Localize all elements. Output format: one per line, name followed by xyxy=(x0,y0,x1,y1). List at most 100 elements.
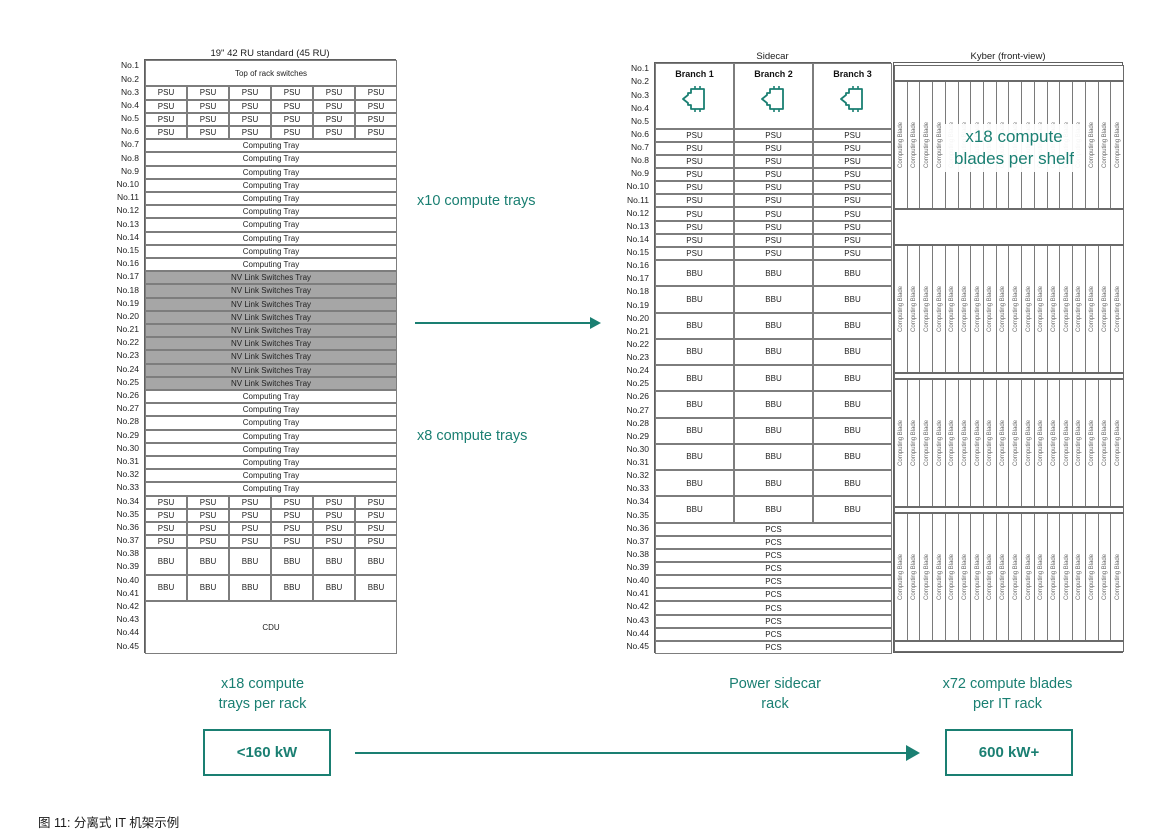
ru-label: No.18 xyxy=(626,286,649,297)
computing-blade-label: Computing Blade xyxy=(897,122,905,168)
computing-blade-label: Computing Blade xyxy=(1011,554,1019,600)
ru-label: No.2 xyxy=(631,76,649,87)
ru-label: No.14 xyxy=(116,231,139,242)
kyber-shelf-divider xyxy=(894,373,1124,379)
rack-slot: Computing Tray xyxy=(145,469,397,483)
ru-label: No.8 xyxy=(631,155,649,166)
computing-blade-label: Computing Blade xyxy=(1113,122,1121,168)
rack-slot: BBU xyxy=(813,391,892,418)
ru-label: No.43 xyxy=(116,614,139,625)
computing-blade-label: Computing Blade xyxy=(1024,420,1032,466)
rack-slot: BBU xyxy=(655,338,734,366)
computing-blade-label: Computing Blade xyxy=(1075,420,1083,466)
ru-label: No.37 xyxy=(116,535,139,546)
note-x8-compute-trays: x8 compute trays xyxy=(417,428,528,444)
computing-blade-label: Computing Blade xyxy=(999,554,1007,600)
computing-blade: Computing Blade xyxy=(971,514,985,640)
note-x10-compute-trays: x10 compute trays xyxy=(417,193,536,209)
computing-blade-label: Computing Blade xyxy=(1113,286,1121,332)
rack-slot: Computing Tray xyxy=(145,429,397,443)
computing-blade: Computing Blade xyxy=(1073,82,1086,208)
ru-label: No.31 xyxy=(116,455,139,466)
computing-blade-label: Computing Blade xyxy=(960,420,968,466)
computing-blade: Computing Blade xyxy=(946,246,959,372)
rack-slot: NV Link Switches Tray xyxy=(145,337,397,351)
power-connector-icon xyxy=(760,84,787,116)
rack-slot: PCS xyxy=(655,614,892,628)
rack-slot: BBU xyxy=(734,260,813,287)
ru-label: No.38 xyxy=(626,548,649,559)
ru-label: No.39 xyxy=(626,562,649,573)
computing-blade: Computing Blade xyxy=(933,514,946,640)
rack-slot: NV Link Switches Tray xyxy=(145,324,397,338)
rack-slot: PSU xyxy=(813,194,892,208)
rack-slot: PSU xyxy=(734,181,813,195)
rack-slot: BBU xyxy=(734,417,813,444)
rack-slot: PSU xyxy=(271,86,313,100)
computing-blade: Computing Blade xyxy=(1048,380,1061,506)
power-connector-icon xyxy=(839,86,863,112)
computing-blade: Computing Blade xyxy=(1060,246,1074,372)
computing-blade: Computing Blade xyxy=(908,246,921,372)
rack-slot: PSU xyxy=(734,128,813,142)
rack-slot: Computing Tray xyxy=(145,456,397,470)
computing-blade: Computing Blade xyxy=(933,246,946,372)
computing-blade: Computing Blade xyxy=(1022,514,1035,640)
computing-blade: Computing Blade xyxy=(1086,380,1099,506)
ru-label: No.4 xyxy=(121,99,139,110)
rack-slot: NV Link Switches Tray xyxy=(145,297,397,311)
middle-arrow-head-icon xyxy=(590,317,601,329)
rack-slot: PSU xyxy=(313,99,355,113)
rack-slot: NV Link Switches Tray xyxy=(145,363,397,377)
ru-label: No.24 xyxy=(116,363,139,374)
rack-slot: PSU xyxy=(145,86,187,100)
rack-slot: BBU xyxy=(813,496,892,523)
ru-label: No.32 xyxy=(626,470,649,481)
rack-slot: PSU xyxy=(187,522,229,536)
rack-slot: PSU xyxy=(813,246,892,260)
rack-slot: CDU xyxy=(145,601,397,654)
computing-blade: Computing Blade xyxy=(1086,246,1099,372)
power-high-box: 600 kW+ xyxy=(945,729,1073,776)
rack-slot: PSU xyxy=(734,168,813,182)
rack-slot: BBU xyxy=(271,548,313,575)
ru-label: No.11 xyxy=(116,192,139,203)
ru-label: No.39 xyxy=(116,561,139,572)
rack-slot: Computing Tray xyxy=(145,178,397,192)
ru-label: No.31 xyxy=(626,457,649,468)
rack-slot: PSU xyxy=(187,495,229,509)
rack-slot: PCS xyxy=(655,535,892,549)
ru-label: No.1 xyxy=(631,63,649,74)
rack-slot: BBU xyxy=(813,470,892,497)
rack-slot: BBU xyxy=(355,574,397,602)
rack-slot: BBU xyxy=(229,548,271,575)
rack-slot: PSU xyxy=(813,168,892,182)
rack-slot: BBU xyxy=(813,443,892,471)
rack-slot: PSU xyxy=(355,86,397,100)
rack-slot: PSU xyxy=(813,207,892,221)
computing-blade: Computing Blade xyxy=(908,380,921,506)
computing-blade: Computing Blade xyxy=(1048,514,1061,640)
rack-slot: PSU xyxy=(271,112,313,126)
rack-slot: BBU xyxy=(271,574,313,602)
rack-slot: PSU xyxy=(271,99,313,113)
rack-slot: PSU xyxy=(271,508,313,522)
computing-blade-label: Computing Blade xyxy=(1037,554,1045,600)
computing-blade: Computing Blade xyxy=(1086,82,1099,208)
computing-blade: Computing Blade xyxy=(1073,246,1086,372)
computing-blade-label: Computing Blade xyxy=(1100,554,1108,600)
computing-blade: Computing Blade xyxy=(908,514,921,640)
rack-slot: PSU xyxy=(355,126,397,140)
rack-slot: NV Link Switches Tray xyxy=(145,376,397,390)
ru-label: No.33 xyxy=(626,483,649,494)
rack-slot: Top of rack switches xyxy=(145,60,397,87)
computing-blade-label: Computing Blade xyxy=(1088,554,1096,600)
computing-blade-label: Computing Blade xyxy=(1049,420,1057,466)
rack-slot: PSU xyxy=(187,112,229,126)
computing-blade-label: Computing Blade xyxy=(1062,554,1070,600)
ru-label: No.9 xyxy=(121,165,139,176)
computing-blade-label: Computing Blade xyxy=(897,420,905,466)
rack-slot: PSU xyxy=(655,128,734,142)
ru-label: No.24 xyxy=(626,365,649,376)
